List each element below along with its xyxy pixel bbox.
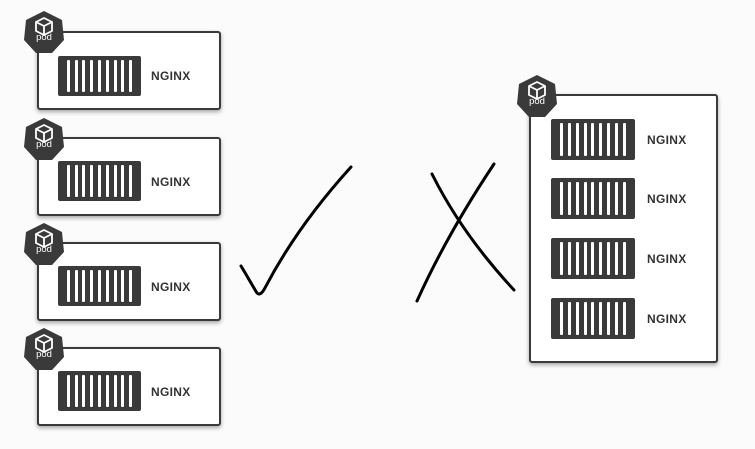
pod-label: pod [36, 349, 52, 360]
container-label: NGINX [647, 252, 687, 266]
cross-mark [415, 162, 516, 303]
pod-icon: pod [22, 117, 66, 161]
container-label: NGINX [151, 280, 191, 294]
container-label: NGINX [647, 312, 687, 326]
pod-label: pod [36, 32, 52, 43]
pod-icon: pod [515, 74, 559, 118]
container-icon [58, 266, 141, 306]
pod-label: pod [36, 244, 52, 255]
pod-icon: pod [22, 222, 66, 266]
container-icon [551, 119, 635, 160]
container-icon [58, 161, 141, 201]
container-label: NGINX [151, 175, 191, 189]
container-icon [551, 178, 635, 219]
container-label: NGINX [647, 133, 687, 147]
container-label: NGINX [151, 385, 191, 399]
container-label: NGINX [151, 69, 191, 83]
container-icon [551, 238, 635, 279]
pod-icon: pod [22, 10, 66, 54]
container-icon [58, 56, 141, 96]
pod-label: pod [529, 96, 545, 107]
container-icon [551, 298, 635, 339]
container-icon [58, 371, 141, 411]
pod-icon: pod [22, 327, 66, 371]
container-label: NGINX [647, 192, 687, 206]
pod-label: pod [36, 139, 52, 150]
check-mark [239, 165, 353, 296]
